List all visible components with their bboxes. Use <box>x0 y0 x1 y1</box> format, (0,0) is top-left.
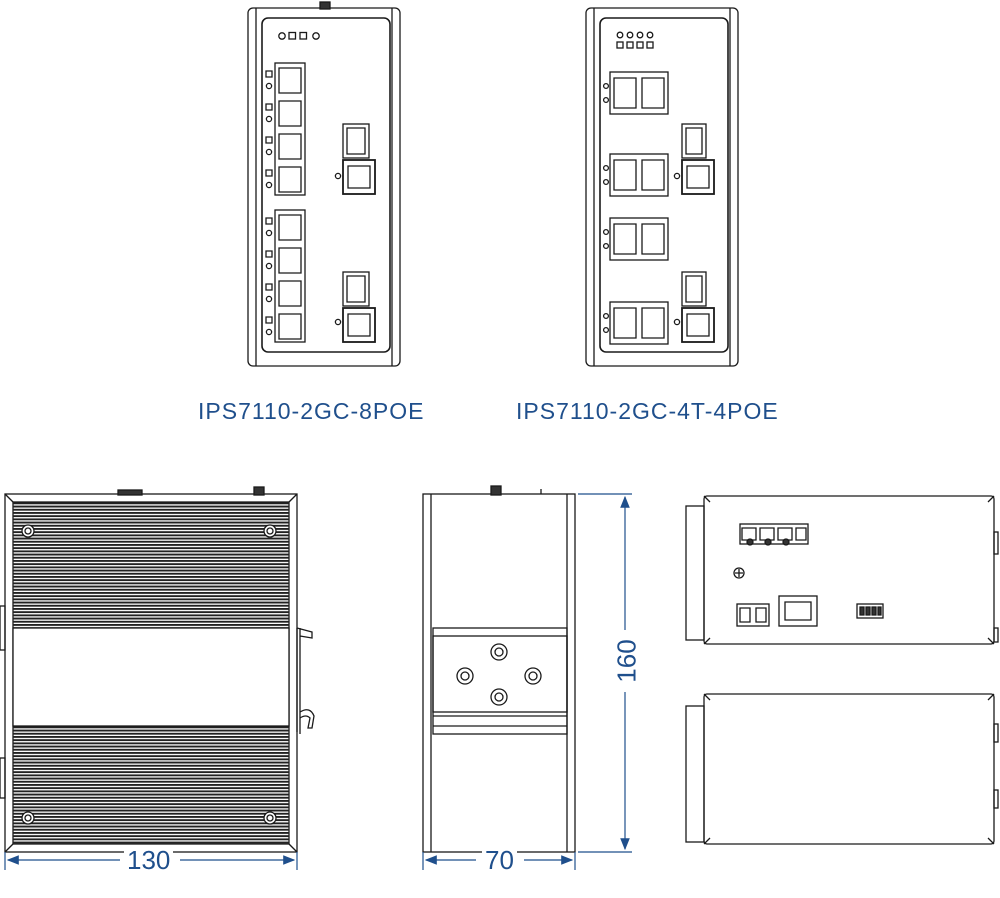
dimension-depth: 70 <box>482 847 517 873</box>
combo-port-2 <box>334 271 376 343</box>
status-leds <box>616 31 654 49</box>
side-view-heatsink <box>0 486 315 853</box>
din-rail-clip <box>296 627 315 734</box>
rj45-port-group-top <box>265 62 306 196</box>
status-leds <box>278 31 320 40</box>
mount-screws <box>456 643 542 706</box>
front-view-8poe <box>247 1 401 367</box>
combo-port-2 <box>673 271 715 343</box>
front-view-4t-4poe <box>585 7 739 367</box>
top-view-connectors <box>685 495 999 645</box>
model-label-2: IPS7110-2GC-4T-4POE <box>516 398 779 424</box>
dimension-width: 130 <box>124 847 174 873</box>
dimension-lines <box>4 493 632 870</box>
combo-port-1 <box>673 123 715 195</box>
mounting-screws <box>21 524 277 825</box>
dual-port-1 <box>602 71 669 115</box>
power-terminal-block <box>739 523 809 546</box>
end-view-din-mount <box>422 485 576 853</box>
bottom-view <box>685 693 999 845</box>
combo-port-1 <box>334 123 376 195</box>
console-rj45 <box>778 595 818 627</box>
dip-switch <box>856 603 884 619</box>
relay-terminal <box>736 603 770 627</box>
rj45-port-group-bottom <box>265 209 306 343</box>
dual-port-2 <box>602 153 669 197</box>
ground-screw <box>733 567 745 579</box>
dual-port-4 <box>602 301 669 345</box>
dual-port-3 <box>602 217 669 261</box>
dimension-height: 160 <box>612 636 642 686</box>
model-label-1: IPS7110-2GC-8POE <box>198 398 425 424</box>
